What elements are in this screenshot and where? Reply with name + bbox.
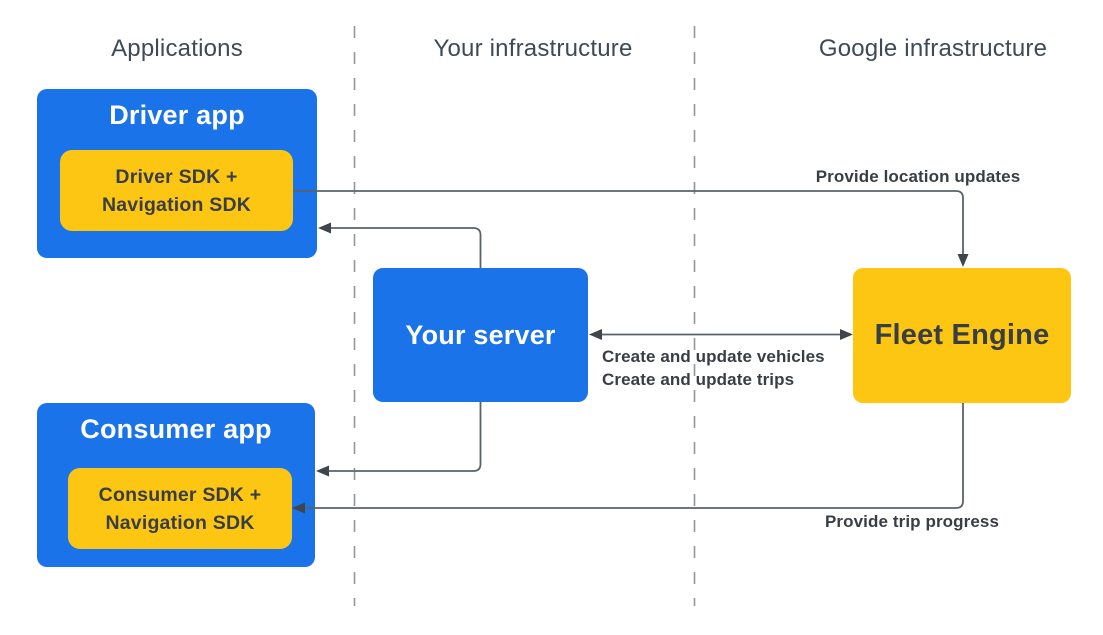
- edge-server-to-consumer-arrowhead: [316, 465, 329, 477]
- column-header-google-infrastructure: Google infrastructure: [818, 35, 1048, 62]
- edge-location-updates-arrowhead: [957, 254, 969, 267]
- edge-label-create-trips: Create and update trips: [602, 370, 795, 389]
- driver-sdk-label-line1: Driver SDK +: [115, 165, 238, 188]
- edge-server-to-consumer-line: [329, 402, 482, 472]
- driver-app-node: Driver app Driver SDK + Navigation SDK: [37, 89, 317, 258]
- edge-label-create-vehicles: Create and update vehicles: [602, 347, 825, 366]
- fleet-engine-node: Fleet Engine: [853, 268, 1071, 403]
- edge-server-to-driver-arrowhead: [318, 222, 331, 234]
- driver-sdk-label-line2: Navigation SDK: [101, 193, 252, 216]
- consumer-sdk-node: Consumer SDK + Navigation SDK: [68, 468, 292, 549]
- edge-server-to-driver-line: [331, 227, 482, 268]
- consumer-app-node: Consumer app Consumer SDK + Navigation S…: [37, 403, 315, 567]
- consumer-sdk-label-line1: Consumer SDK +: [98, 483, 262, 506]
- column-header-your-infrastructure: Your infrastructure: [433, 35, 633, 62]
- edge-label-location-updates: Provide location updates: [815, 167, 1021, 186]
- your-server-node: Your server: [373, 268, 588, 402]
- fleet-engine-title: Fleet Engine: [874, 319, 1050, 351]
- consumer-sdk-label-line2: Navigation SDK: [105, 511, 255, 534]
- driver-sdk-node: Driver SDK + Navigation SDK: [60, 150, 293, 231]
- edge-server-fleet-arrowhead-left: [589, 329, 602, 340]
- edge-location-updates-line: [293, 190, 964, 254]
- column-header-applications: Applications: [111, 35, 243, 62]
- edge-label-trip-progress: Provide trip progress: [824, 512, 1000, 531]
- consumer-app-title: Consumer app: [80, 414, 272, 444]
- your-server-title: Your server: [405, 319, 556, 350]
- edge-server-fleet-arrowhead-right: [840, 329, 853, 340]
- edge-trip-progress-line: [305, 403, 964, 509]
- driver-app-title: Driver app: [109, 100, 245, 130]
